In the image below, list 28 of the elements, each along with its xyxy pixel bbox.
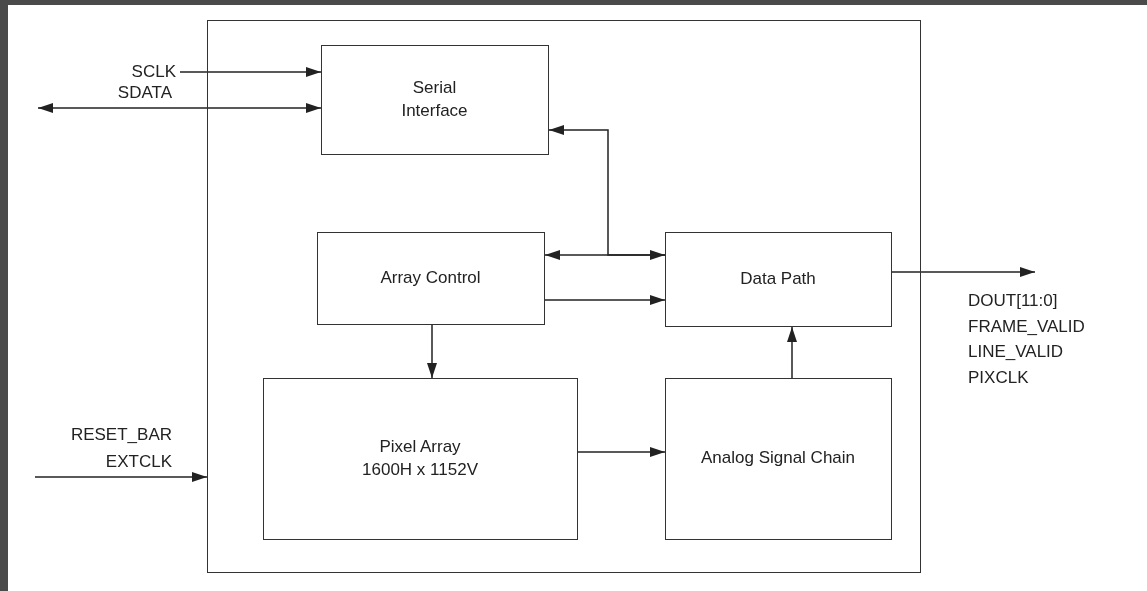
arrow [891, 267, 1036, 277]
arrow [37, 103, 322, 113]
block-label: Pixel Array 1600H x 1152V [361, 436, 479, 481]
block-label: Data Path [740, 267, 816, 290]
signal-label: EXTCLK [105, 453, 172, 470]
chip-boundary-box [207, 20, 921, 573]
arrow [577, 447, 666, 457]
arrow [179, 67, 322, 77]
block-box [316, 231, 545, 325]
signal-label: RESET_BAR [70, 426, 172, 443]
block-box [262, 377, 578, 540]
arrow [548, 125, 666, 256]
signal-label: SCLK [131, 60, 176, 83]
arrow [544, 295, 666, 305]
arrow [34, 472, 208, 482]
block-box [320, 44, 549, 155]
arrow [427, 324, 437, 379]
signal-label: FRAME_VALID [968, 315, 1085, 338]
block-label: Array Control [380, 266, 481, 289]
block-label: Serial Interface [400, 77, 469, 122]
arrow [787, 326, 797, 379]
signal-label: DOUT[11:0] [968, 290, 1058, 312]
signal-label: LINE_VALID [968, 341, 1064, 363]
signal-label: SDATA [117, 84, 172, 101]
block-box [664, 377, 892, 540]
block-label: Analog Signal Chain [700, 447, 856, 470]
signal-label: PIXCLK [968, 366, 1029, 389]
block-box [664, 231, 892, 327]
